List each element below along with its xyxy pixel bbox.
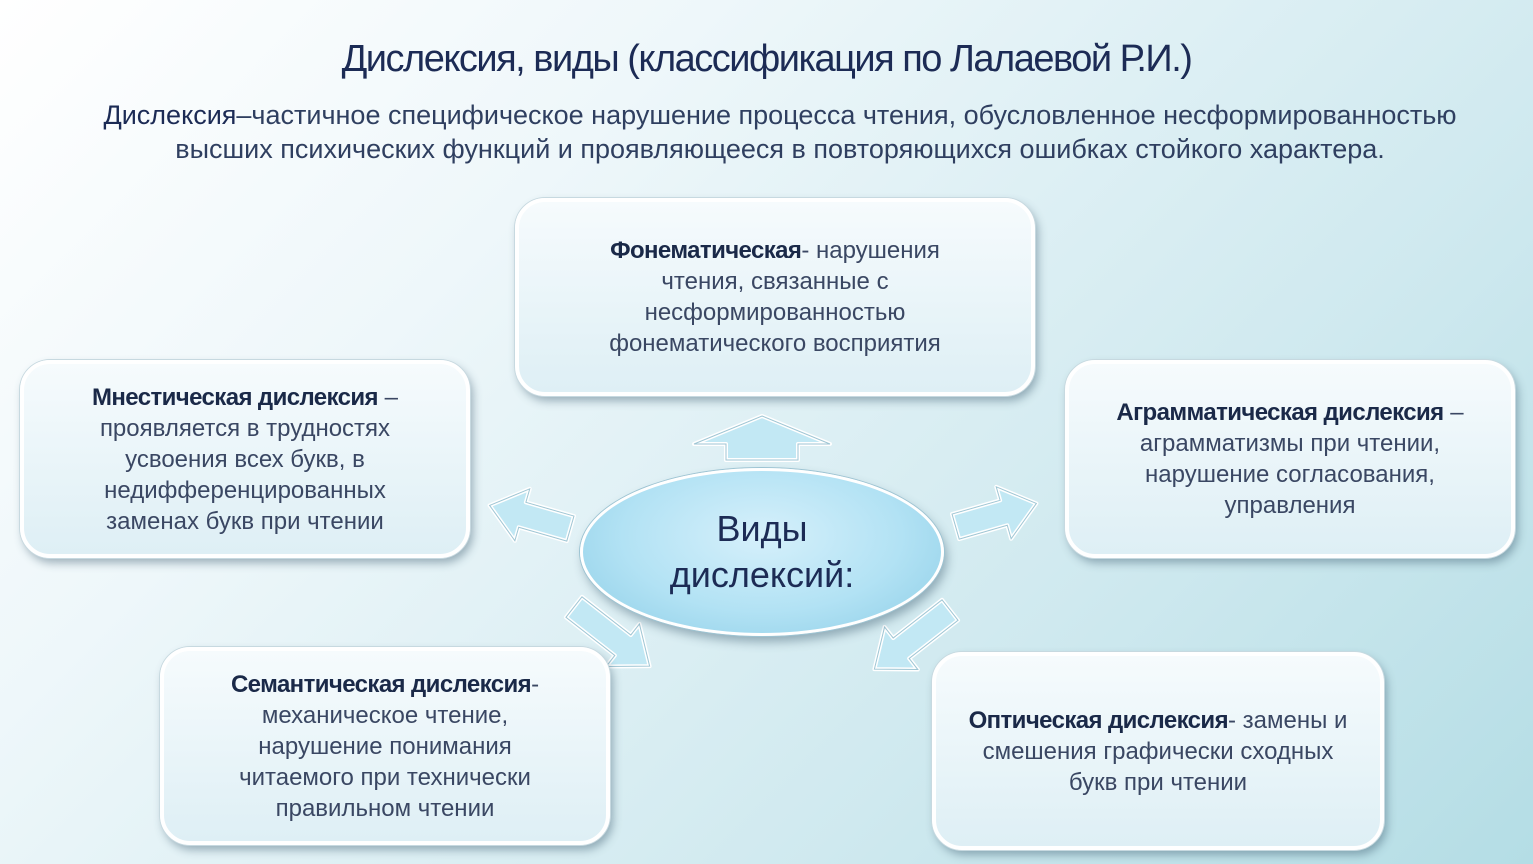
card-optical: Оптическая дислексия- замены и смешения …: [932, 652, 1384, 850]
card-optical-head: Оптическая дислексия: [968, 706, 1229, 734]
card-semantic-body: - механическое чтение, нарушение пониман…: [239, 670, 540, 822]
card-mnestic-head: Мнестическая дислексия: [92, 383, 379, 411]
arrow-up-icon: [692, 414, 832, 462]
card-agrammatic: Аграмматическая дислексия – аграмматизмы…: [1065, 360, 1515, 558]
card-semantic: Семантическая дислексия- механическое чт…: [160, 647, 610, 845]
card-phonematic-body: - нарушения чтения, связанные с несформи…: [609, 237, 941, 357]
center-line-1: Виды: [716, 508, 808, 549]
definition-line-2: высших психических функций и проявляющее…: [175, 134, 1385, 164]
card-optical-body: - замены и смешения графически сходных б…: [982, 706, 1348, 796]
card-agrammatic-body: – аграмматизмы при чтении, нарушение сог…: [1139, 399, 1464, 519]
card-mnestic: Мнестическая дислексия – проявляется в т…: [20, 360, 470, 558]
arrow-left-icon: [487, 486, 576, 544]
center-line-2: дислексий:: [669, 554, 855, 595]
card-agrammatic-head: Аграмматическая дислексия: [1116, 399, 1444, 426]
slide-title: Дислексия, виды (классификация по Лалаев…: [341, 38, 1193, 80]
definition-text: Дислексия–частичное специфическое наруше…: [40, 98, 1520, 166]
arrow-down-right-icon: [872, 597, 961, 672]
card-semantic-head: Семантическая дислексия: [230, 670, 532, 698]
definition-line-1-text: –частичное специфическое нарушение проце…: [236, 100, 1457, 130]
card-phonematic: Фонематическая- нарушения чтения, связан…: [515, 198, 1035, 396]
arrow-right-icon: [950, 484, 1039, 542]
definition-line-1: Дислексия–частичное специфическое наруше…: [40, 98, 1520, 132]
card-phonematic-head: Фонематическая: [610, 237, 802, 264]
definition-term: Дислексия: [103, 100, 237, 130]
center-ellipse: Виды дислексий:: [580, 468, 944, 636]
card-mnestic-body: – проявляется в трудностях усвоения всех…: [99, 383, 398, 535]
